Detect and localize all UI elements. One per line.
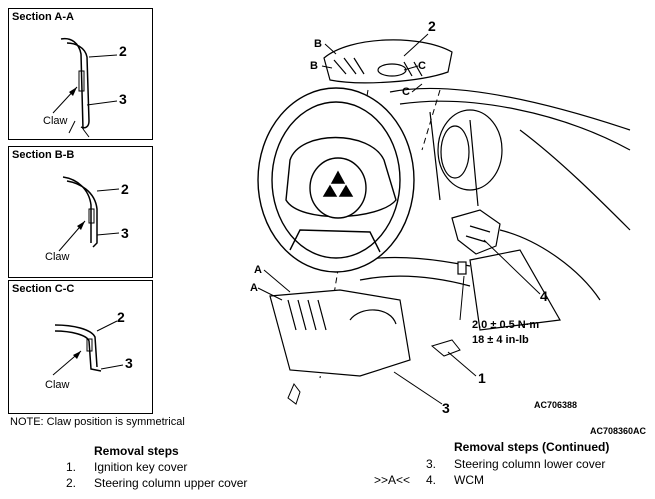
step-label: Steering column lower cover <box>454 457 606 471</box>
callout-3: 3 <box>442 400 450 416</box>
section-b-b-title: Section B-B <box>12 149 75 161</box>
step-label: Ignition key cover <box>94 460 188 474</box>
removal-step-4: 4. WCM <box>426 473 484 487</box>
section-b-b-claw-label: Claw <box>45 251 70 263</box>
section-c-c-claw-label: Claw <box>45 379 70 391</box>
arrow-label-b-1: B <box>314 38 322 50</box>
step-label: Steering column upper cover <box>94 476 248 490</box>
arrow-label-a-2: A <box>250 282 258 294</box>
arrow-label-b-2: B <box>310 60 318 72</box>
section-c-c-callout-2: 2 <box>117 309 125 325</box>
step-number: 3. <box>426 457 437 471</box>
step-number: 2. <box>66 476 77 490</box>
section-b-b-drawing <box>58 176 120 252</box>
steering-wheel <box>257 87 415 273</box>
section-b-b-callout-2: 2 <box>121 181 129 197</box>
removal-steps-title: Removal steps <box>94 444 179 458</box>
upper-cover <box>323 39 453 84</box>
section-a-a-callout-3: 3 <box>119 91 127 107</box>
step-label: WCM <box>454 473 484 487</box>
section-b-b-panel: Section B-B 2 3 Claw <box>8 146 153 278</box>
torque-spec: 2.0 ± 0.5 N·m 18 ± 4 in-lb <box>472 318 539 348</box>
removal-step-1: 1. Ignition key cover <box>66 460 187 474</box>
bolt <box>287 383 301 405</box>
removal-steps-continued-title: Removal steps (Continued) <box>454 440 610 454</box>
section-c-c-callout-3: 3 <box>125 355 133 371</box>
key-cover <box>430 339 461 357</box>
symmetry-note: NOTE: Claw position is symmetrical <box>10 416 185 428</box>
removal-step-3: 3. Steering column lower cover <box>426 457 605 471</box>
torque-imperial: 18 ± 4 in-lb <box>472 334 529 346</box>
torque-metric: 2.0 ± 0.5 N·m <box>472 319 540 331</box>
figure-code-outer: AC708360AC <box>590 426 647 436</box>
figure-code-inner: AC706388 <box>534 400 578 410</box>
section-c-c-drawing <box>52 320 124 376</box>
section-a-a-callout-2: 2 <box>119 43 127 59</box>
arrow-label-a-1: A <box>254 264 262 276</box>
section-c-c-title: Section C-C <box>12 283 75 295</box>
callout-4: 4 <box>540 288 548 304</box>
wcm-assembly <box>451 209 501 275</box>
removal-step-2: 2. Steering column upper cover <box>66 476 247 490</box>
step-number: 1. <box>66 460 77 474</box>
arrow-label-c-2: C <box>402 86 410 98</box>
section-a-a-panel: Section A-A 2 3 Claw <box>8 8 153 140</box>
removal-step-4-prefix: >>A<< <box>374 473 411 487</box>
section-a-a-claw-label: Claw <box>43 115 68 127</box>
step-number: 4. <box>426 473 437 487</box>
lower-cover <box>269 289 411 377</box>
callout-2: 2 <box>428 18 436 34</box>
section-a-a-drawing <box>52 37 118 138</box>
section-a-a-title: Section A-A <box>12 11 74 23</box>
section-b-b-callout-3: 3 <box>121 225 129 241</box>
callout-1: 1 <box>478 370 486 386</box>
arrow-label-c-1: C <box>418 60 426 72</box>
section-c-c-panel: Section C-C 2 3 Claw <box>8 280 153 414</box>
